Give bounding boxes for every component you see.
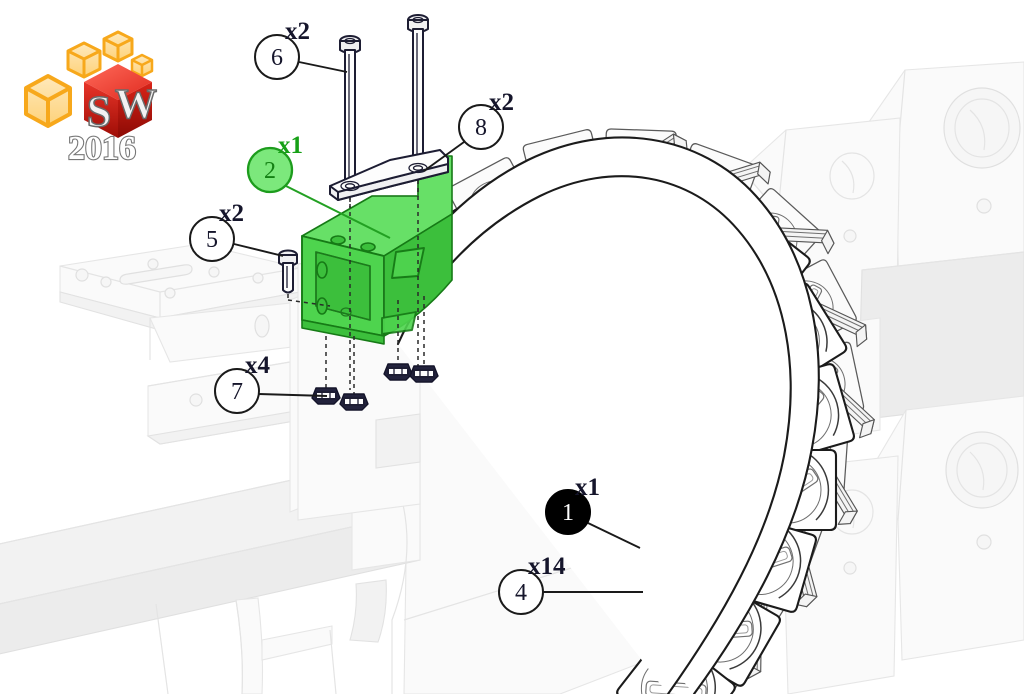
wireframe-cube-tiny — [130, 53, 154, 78]
logo-letter-w: W — [115, 82, 157, 128]
balloon-5[interactable]: 5x2 — [189, 200, 284, 262]
balloon-1-circle[interactable] — [545, 489, 591, 535]
chain-outer-silhouette — [378, 136, 820, 694]
balloon-6-circle[interactable] — [254, 34, 300, 80]
balloon-7[interactable]: 7x4 — [214, 352, 328, 414]
logo-letter-s: S — [87, 87, 111, 136]
frame-left-mount-plate — [59, 243, 301, 363]
balloon-7-circle[interactable] — [214, 368, 260, 414]
balloon-8[interactable]: 8x2 — [423, 89, 514, 172]
balloon-2-circle[interactable] — [246, 146, 294, 194]
balloon-6-quantity: x2 — [285, 18, 310, 45]
balloon-6[interactable]: 6x2 — [254, 18, 348, 80]
balloon-1-number: 1 — [562, 500, 574, 526]
balloon-7-leader — [258, 393, 328, 397]
solidworks-logo: S W 2016 — [14, 14, 184, 164]
balloon-6-number: 6 — [271, 45, 283, 71]
balloon-8-number: 8 — [475, 115, 487, 141]
balloon-1-leader — [587, 522, 641, 549]
wireframe-cube-large — [24, 74, 72, 128]
balloon-5-quantity: x2 — [219, 200, 244, 227]
wireframe-cube-small — [102, 30, 134, 63]
wireframe-cube-medium — [66, 41, 102, 79]
frame-legs — [155, 469, 408, 694]
balloon-8-leader — [423, 141, 465, 172]
balloon-2[interactable]: 2x1 — [246, 132, 391, 239]
balloon-4-circle[interactable] — [498, 569, 544, 615]
balloon-7-quantity: x4 — [245, 352, 271, 379]
balloon-2-quantity: x1 — [278, 132, 303, 159]
balloon-1[interactable]: 1x1 — [545, 474, 641, 549]
balloon-7-number: 7 — [231, 379, 243, 405]
balloon-5-circle[interactable] — [189, 216, 235, 262]
lock-nut-2 — [339, 393, 369, 411]
balloon-8-quantity: x2 — [489, 89, 514, 116]
balloon-1-quantity: x1 — [575, 474, 600, 501]
balloon-5-number: 5 — [206, 227, 218, 253]
balloon-4-number: 4 — [515, 580, 527, 606]
lock-nut-4 — [409, 365, 439, 383]
lock-nut-3 — [383, 363, 413, 381]
balloon-2-number: 2 — [264, 158, 276, 184]
logo-year: 2016 — [68, 130, 136, 164]
red-cube — [84, 64, 152, 138]
short-hex-bolt — [278, 249, 298, 294]
balloon-2-leader — [285, 185, 391, 239]
clamp-bar-plate — [329, 149, 449, 201]
balloon-4-quantity: x14 — [528, 553, 566, 580]
balloon-5-leader — [233, 243, 284, 257]
balloon-6-leader — [298, 61, 348, 73]
balloon-8-circle[interactable] — [458, 104, 504, 150]
